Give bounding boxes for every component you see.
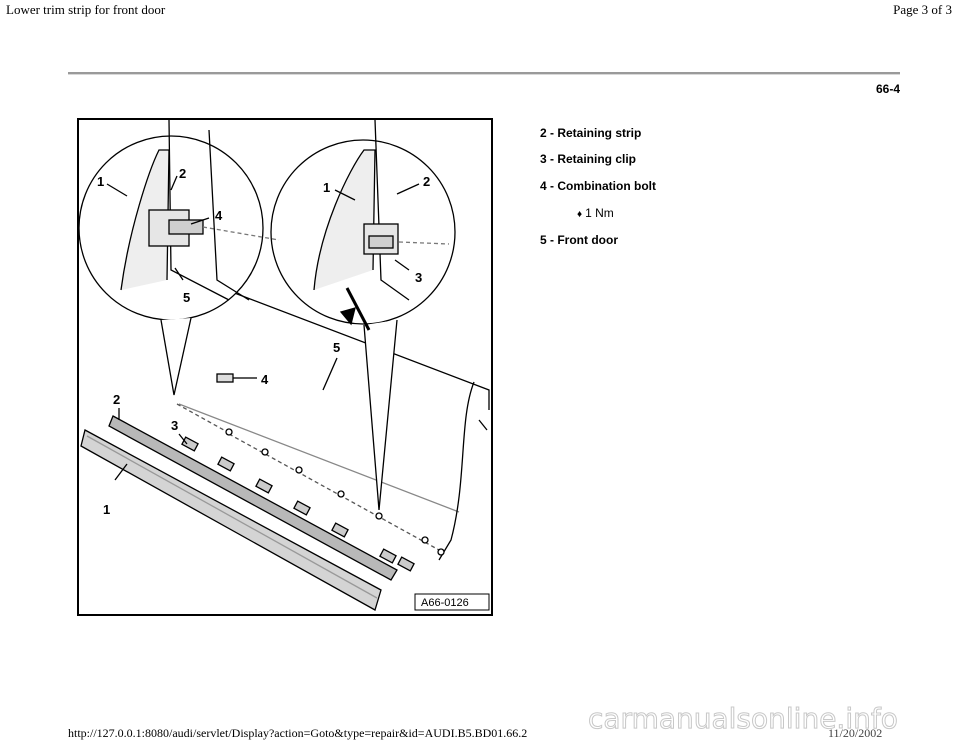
legend-item-retaining-clip: 3 - Retaining clip	[540, 152, 637, 166]
header-divider	[68, 72, 900, 74]
legend-item-combination-bolt: 4 - Combination bolt	[540, 179, 656, 193]
callout-1: 1	[323, 180, 330, 195]
callout-3: 3	[415, 270, 422, 285]
callout-1: 1	[97, 174, 104, 189]
watermark-logo: carmanualsonline.info	[588, 702, 899, 736]
callout-3: 3	[171, 418, 178, 433]
footer-url: http://127.0.0.1:8080/audi/servlet/Displ…	[68, 726, 528, 740]
callout-4: 4	[261, 372, 269, 387]
page-indicator: Page 3 of 3	[893, 2, 952, 17]
document-title: Lower trim strip for front door	[6, 2, 166, 17]
legend-subitem-torque: ♦1 Nm	[577, 206, 614, 220]
callout-5: 5	[333, 340, 340, 355]
callout-1: 1	[103, 502, 110, 517]
svg-text:carmanualsonline.info: carmanualsonline.info	[588, 702, 898, 735]
callout-2: 2	[179, 166, 186, 181]
callout-5: 5	[183, 290, 190, 305]
trim-strip-diagram: 1 2 4 5 1 2 3 4 5 2 3 1 A66-0126	[79, 120, 490, 611]
torque-value: 1 Nm	[585, 206, 614, 220]
footer-date: 11/20/2002	[828, 726, 883, 740]
legend-item-front-door: 5 - Front door	[540, 233, 618, 247]
callout-4: 4	[215, 208, 223, 223]
figure-id-label: A66-0126	[421, 597, 469, 609]
diamond-bullet-icon: ♦	[577, 209, 583, 220]
header-divider-shadow	[68, 74, 900, 75]
legend-item-retaining-strip: 2 - Retaining strip	[540, 126, 642, 140]
callout-2: 2	[423, 174, 430, 189]
section-page-number: 66-4	[875, 82, 900, 96]
exploded-view-figure: 1 2 4 5 1 2 3 4 5 2 3 1 A66-0126	[77, 118, 493, 616]
callout-2: 2	[113, 392, 120, 407]
